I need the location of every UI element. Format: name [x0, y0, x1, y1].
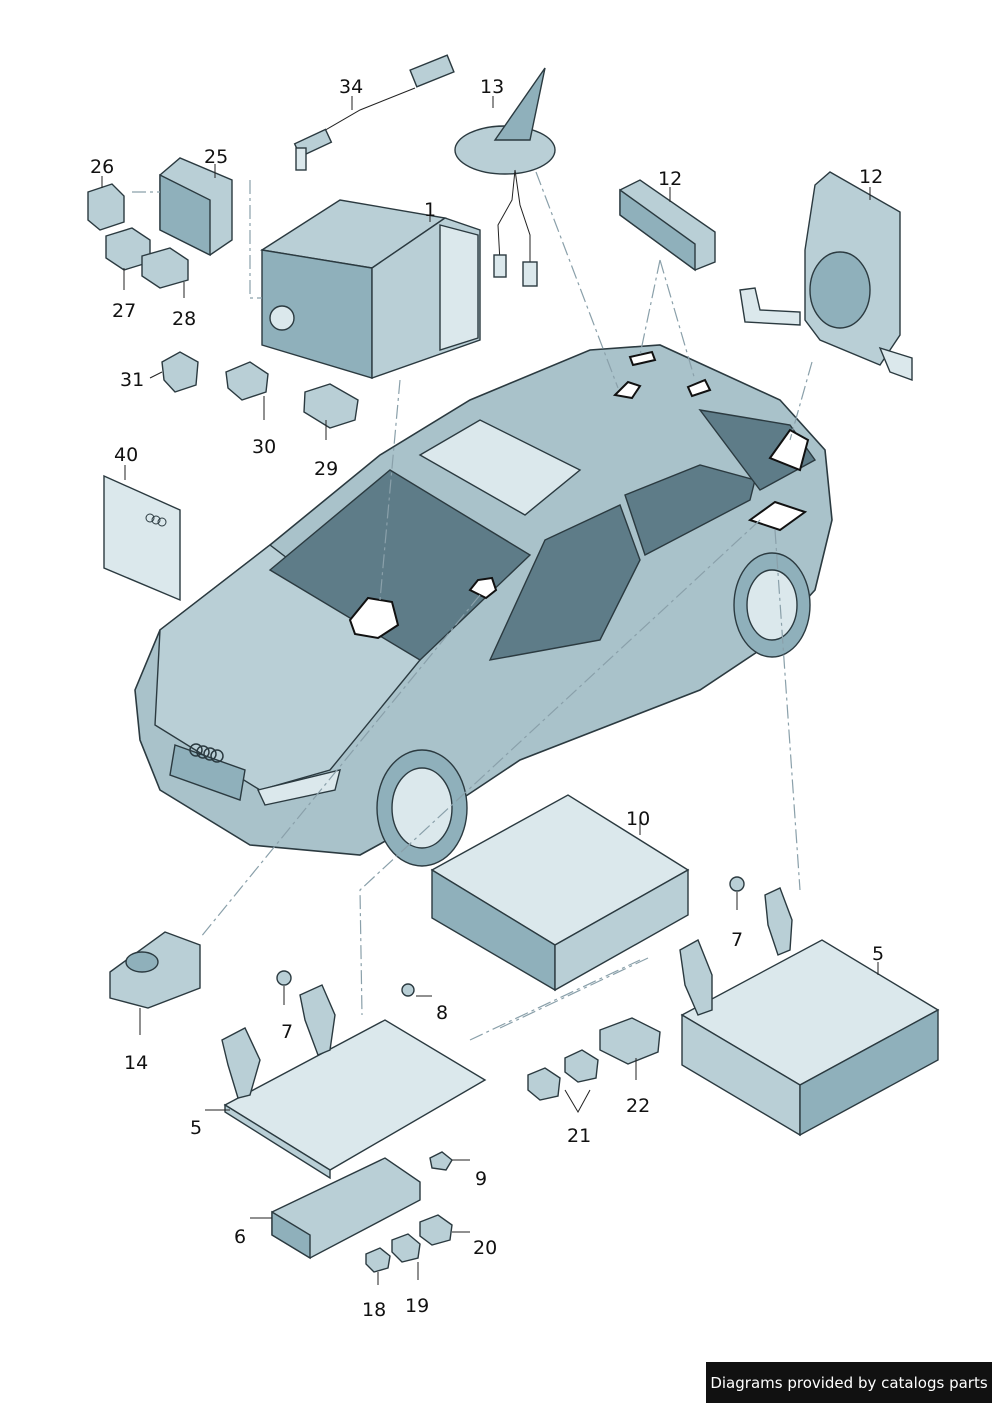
callout-19: 19 [405, 1295, 429, 1317]
part-5-bracket-left [221, 984, 487, 1180]
part-5-tray-right [679, 887, 940, 1137]
car-illustration [134, 344, 833, 867]
part-34-cable [293, 54, 455, 171]
part-14-switch [109, 931, 201, 1009]
callout-27: 27 [112, 300, 136, 322]
part-29-holder [303, 383, 359, 429]
callout-31: 31 [120, 369, 144, 391]
callout-12-module: 12 [658, 168, 682, 190]
callout-18: 18 [362, 1299, 386, 1321]
part-31-connector [161, 351, 199, 393]
part-26-connector [87, 183, 125, 231]
callout-22: 22 [626, 1095, 650, 1117]
part-28-connector [141, 247, 189, 289]
callout-25: 25 [204, 146, 228, 168]
callout-5-left: 5 [190, 1117, 202, 1139]
callout-9: 9 [475, 1168, 487, 1190]
part-8-screw [401, 983, 415, 997]
callout-12-bracket: 12 [859, 166, 883, 188]
part-10-amplifier [430, 794, 690, 992]
part-20-connector [419, 1214, 453, 1246]
callout-29: 29 [314, 458, 338, 480]
callout-numbers: 1 34 13 12 12 26 25 27 28 31 30 29 40 10… [90, 76, 884, 1321]
callout-20: 20 [473, 1237, 497, 1259]
callout-40: 40 [114, 444, 138, 466]
part-6-control-unit [271, 1157, 421, 1260]
callout-7-right: 7 [731, 929, 743, 951]
callout-28: 28 [172, 308, 196, 330]
part-1-radio-head-unit [260, 199, 481, 379]
callout-14: 14 [124, 1052, 148, 1074]
callout-10: 10 [626, 808, 650, 830]
part-22-holder [599, 1017, 661, 1065]
part-12-control-module [619, 179, 716, 272]
part-7-screw-left [276, 970, 292, 986]
callout-30: 30 [252, 436, 276, 458]
callout-26: 26 [90, 156, 114, 178]
part-19-connector [391, 1233, 421, 1263]
credit-banner: Diagrams provided by catalogs parts [706, 1362, 992, 1403]
part-40-manual [103, 474, 181, 602]
part-12-bracket-speaker [739, 171, 913, 381]
callout-34: 34 [339, 76, 363, 98]
callout-5-right: 5 [872, 943, 884, 965]
callout-leaders [101, 96, 879, 1285]
part-13-roof-antenna [454, 67, 556, 287]
part-25-connector-housing [159, 157, 233, 257]
part-21-connectors [527, 1049, 599, 1101]
part-7-screw-right [729, 876, 745, 892]
callout-13: 13 [480, 76, 504, 98]
dashed-leader-lines [132, 171, 813, 1041]
callout-8: 8 [436, 1002, 448, 1024]
callout-1: 1 [424, 199, 436, 221]
callout-7-left: 7 [281, 1021, 293, 1043]
part-30-connector [225, 361, 269, 401]
part-18-connector [365, 1247, 391, 1273]
callout-6: 6 [234, 1226, 246, 1248]
part-9-clip [429, 1151, 453, 1171]
callout-21: 21 [567, 1125, 591, 1147]
